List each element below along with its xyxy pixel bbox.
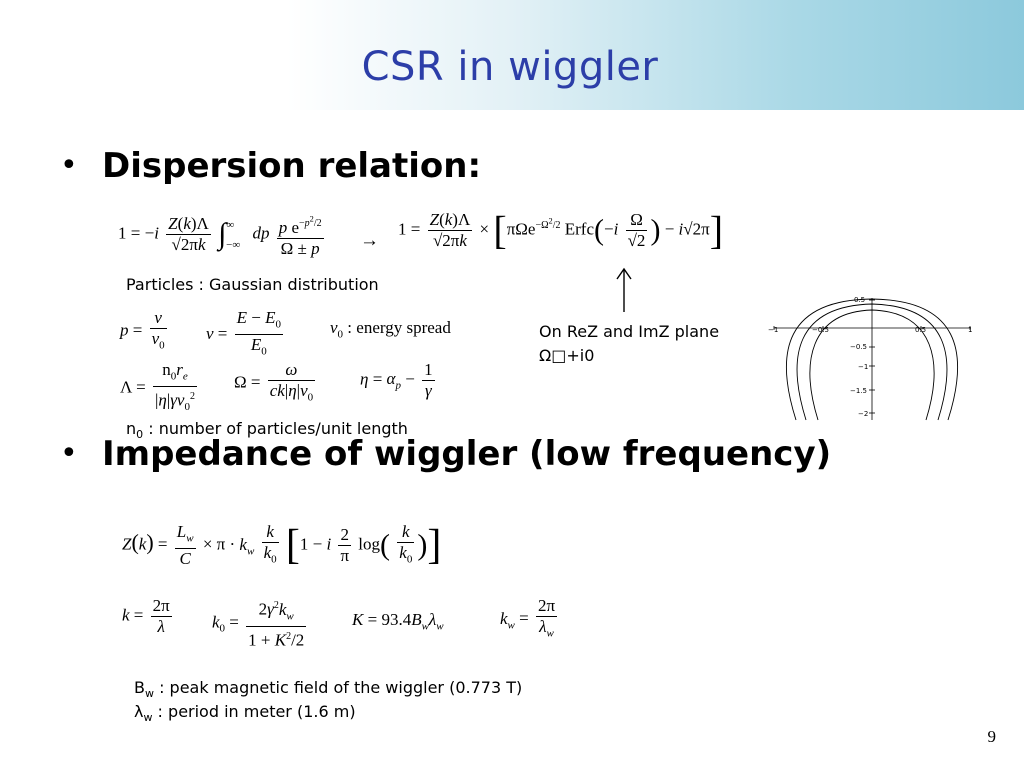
lambda-w-note: λw : period in meter (1.6 m)	[134, 702, 356, 724]
plane-note-line1: On ReZ and ImZ plane	[539, 322, 720, 341]
slide-title: CSR in wiggler	[361, 44, 659, 90]
title-banner	[0, 0, 1024, 110]
lw-symbol: λ	[134, 702, 144, 721]
up-arrow-icon	[616, 267, 632, 312]
y-tick-label: −1.5	[850, 387, 867, 395]
implies-arrow: →	[360, 230, 379, 251]
lw-subscript: w	[143, 711, 153, 725]
energy-spread-text: : energy spread	[347, 318, 451, 337]
y-ticks	[869, 299, 875, 414]
y-tick-label: −2	[858, 410, 868, 418]
n0-subscript: 0	[136, 428, 144, 442]
particles-note: Particles : Gaussian distribution	[126, 275, 379, 294]
x-tick-label: −0.5	[812, 326, 829, 334]
bullet-wiggler-impedance: • Impedance of wiggler (low frequency)	[60, 434, 832, 474]
x-tick-label: −1	[768, 326, 778, 334]
lw-description: : period in meter (1.6 m)	[152, 702, 356, 721]
K-coefficient: 93.4	[381, 610, 412, 629]
x-tick-label: 1	[968, 326, 972, 334]
bw-symbol: B	[134, 678, 145, 697]
definition-nu0: ν0 : energy spread	[330, 318, 451, 341]
n0-symbol: n	[126, 419, 137, 438]
x-ticks	[773, 326, 971, 330]
y-tick-label: −0.5	[850, 343, 867, 351]
definition-K: K = 93.4Bwλw	[352, 610, 444, 633]
bw-note: Bw : peak magnetic field of the wiggler …	[134, 678, 522, 700]
definition-lambda: Λ = n0re|η|γν02	[120, 360, 197, 414]
bullet-dispersion-relation: • Dispersion relation:	[60, 146, 482, 186]
plane-note-line2: Ω□+i0	[539, 346, 595, 365]
bullet-dot: •	[60, 436, 78, 471]
contour-curves	[785, 298, 959, 421]
dispersion-equation-right: 1 = Z(k)Λ√2πk × [πΩe−Ω2/2 Erfc(−i Ω√2) −…	[398, 207, 724, 253]
page-number: 9	[987, 727, 997, 746]
n0-description: : number of particles/unit length	[143, 419, 408, 438]
y-tick-label: −1	[858, 363, 868, 371]
bw-description: : peak magnetic field of the wiggler (0.…	[153, 678, 523, 697]
n0-note: n0 : number of particles/unit length	[126, 419, 408, 441]
bw-subscript: w	[144, 687, 154, 701]
bullet-text: Dispersion relation:	[102, 146, 482, 186]
y-tick-label: 0.5	[854, 296, 865, 304]
bullet-text: Impedance of wiggler (low frequency)	[102, 434, 832, 474]
bullet-dot: •	[60, 148, 78, 183]
impedance-plane-plot: −1 −0.5 0.5 1 0.5 −0.5 −1 −1.5 −2	[768, 296, 972, 421]
